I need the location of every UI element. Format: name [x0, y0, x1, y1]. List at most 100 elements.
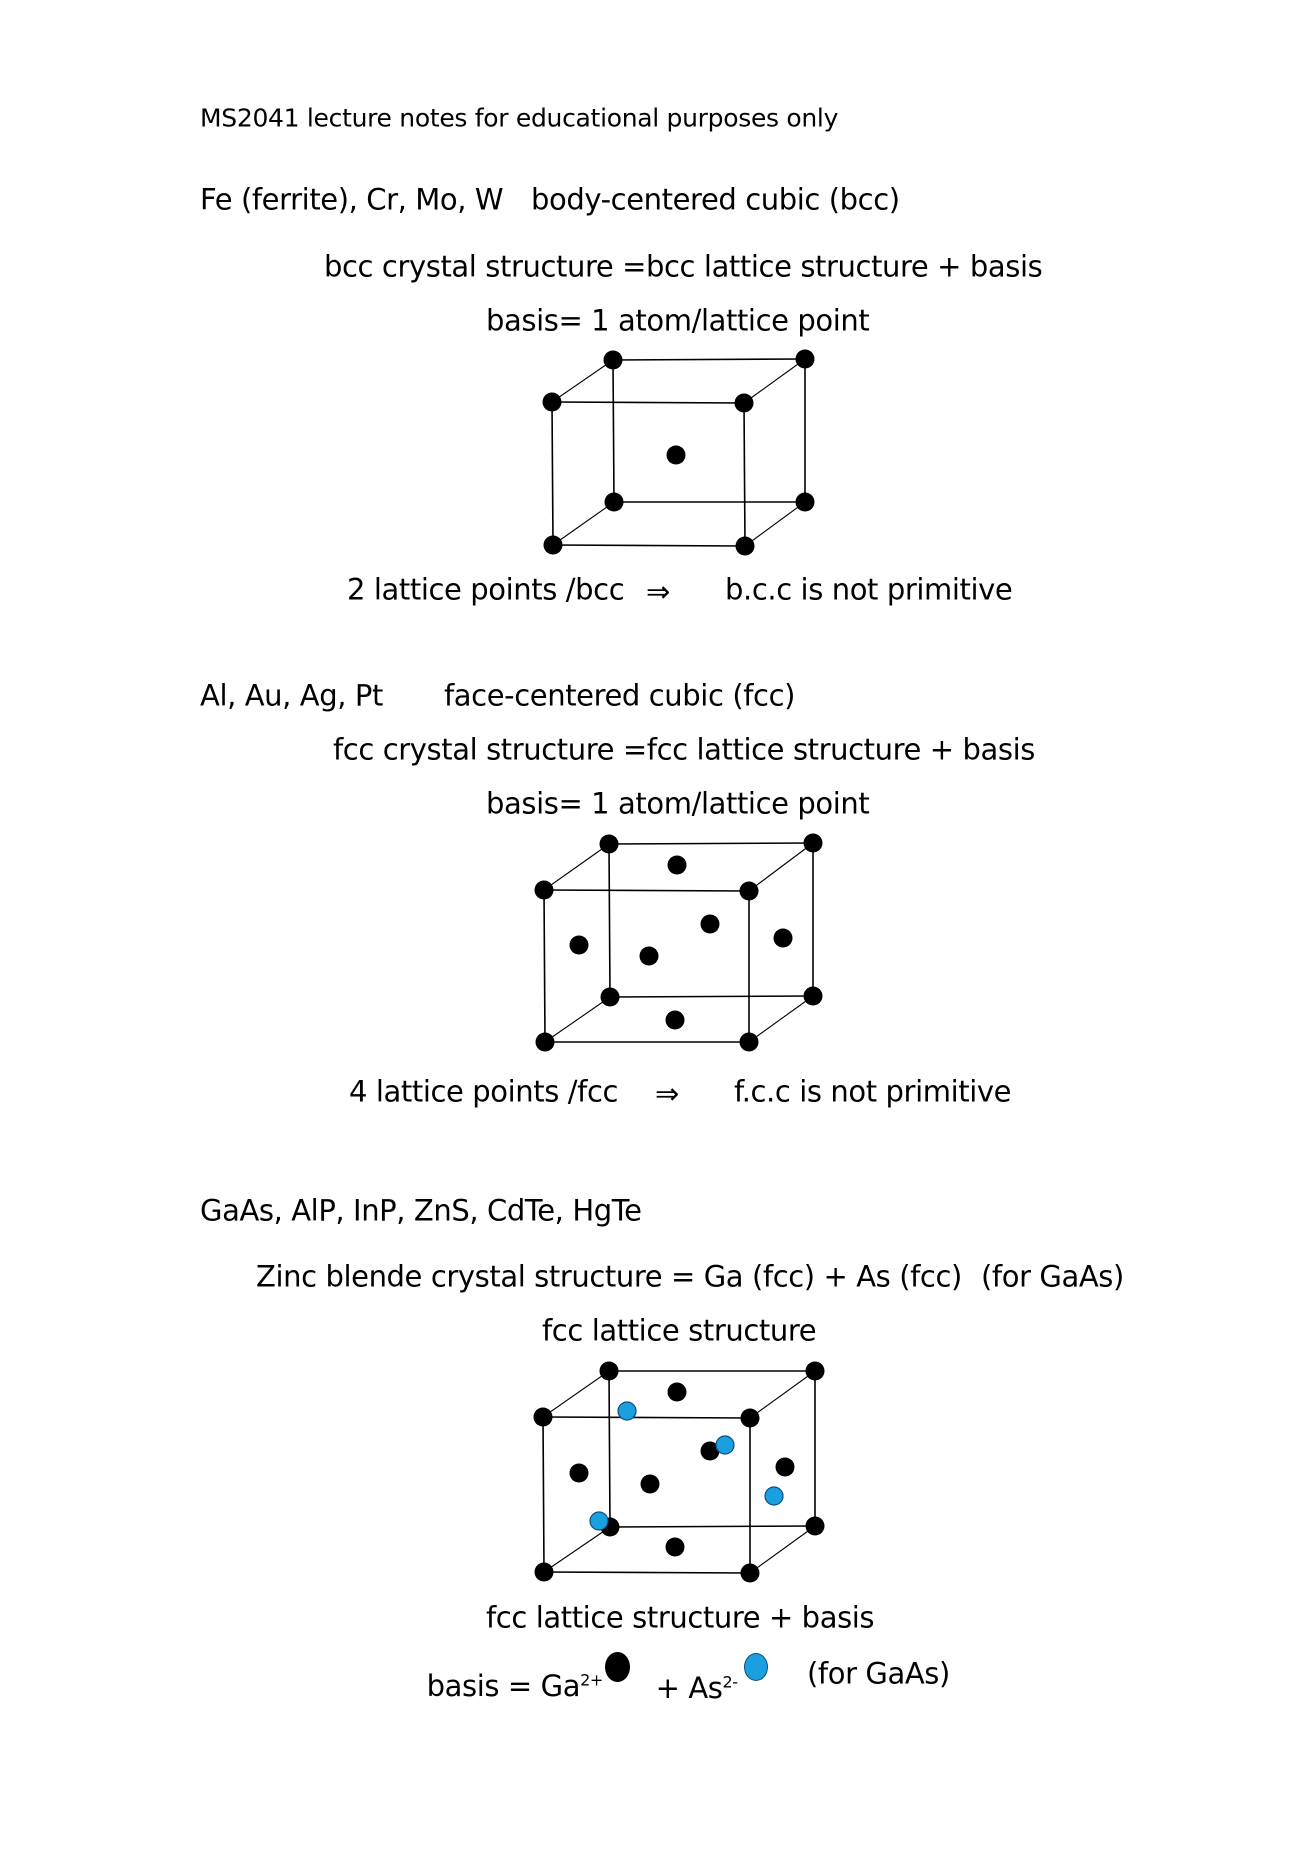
- corner-atom: [604, 492, 624, 512]
- ga-face-center-atom: [665, 1537, 685, 1557]
- ga-face-center-atom: [569, 1463, 589, 1483]
- zincblende-elements: GaAs, AlP, InP, ZnS, CdTe, HgTe: [200, 1193, 642, 1228]
- corner-atom: [600, 987, 620, 1007]
- ga-face-center-atom: [640, 1474, 660, 1494]
- ga-charge: 2+: [580, 1670, 603, 1690]
- body-center-atom: [666, 445, 686, 465]
- basis-note: (for GaAs): [807, 1656, 950, 1691]
- cube-edge-back: [609, 995, 814, 998]
- corner-atom: [803, 986, 823, 1006]
- fcc-result-right: f.c.c is not primitive: [734, 1074, 1012, 1109]
- as-atom-legend-icon: [744, 1653, 768, 1681]
- cube-edge-back: [608, 842, 814, 845]
- as-tetrahedral-atom: [617, 1401, 637, 1421]
- corner-atom: [599, 834, 619, 854]
- fcc-title: face-centered cubic (fcc): [444, 678, 796, 713]
- corner-atom: [795, 492, 815, 512]
- cube-edge-back: [612, 359, 615, 503]
- cube-edge-back: [608, 843, 611, 998]
- corner-atom: [795, 349, 815, 369]
- ga-face-center-atom: [700, 1441, 720, 1461]
- as-tetrahedral-atom: [764, 1486, 784, 1506]
- basis-prefix: basis = Ga: [426, 1669, 581, 1703]
- ga-face-center-atom: [667, 1382, 687, 1402]
- face-center-atom: [667, 855, 687, 875]
- zincblende-cube-diagram: [533, 1361, 825, 1583]
- corner-atom: [739, 881, 759, 901]
- corner-atom: [533, 1407, 553, 1427]
- corner-atom: [534, 1562, 554, 1582]
- fcc-cube-diagram: [534, 833, 823, 1052]
- corner-atom: [603, 350, 623, 370]
- cube-edge-back: [608, 1370, 611, 1528]
- face-center-atom: [569, 935, 589, 955]
- ga-atom-legend-icon: [605, 1652, 630, 1682]
- corner-atom: [805, 1361, 825, 1381]
- zincblende-equation-note: (for GaAs): [981, 1259, 1124, 1294]
- fcc-equation: fcc crystal structure =fcc lattice struc…: [333, 732, 1035, 767]
- face-center-atom: [639, 946, 659, 966]
- zincblende-equation: Zinc blende crystal structure = Ga (fcc)…: [256, 1259, 962, 1294]
- corner-atom: [542, 392, 562, 412]
- cube-edge-depth: [544, 996, 611, 1043]
- cube-edge-back: [612, 358, 806, 361]
- corner-atom: [803, 833, 823, 853]
- corner-atom: [599, 1361, 619, 1381]
- cube-edge-depth: [748, 995, 814, 1043]
- corner-atom: [740, 1563, 760, 1583]
- cube-edge-depth: [543, 843, 610, 891]
- corner-atom: [543, 535, 563, 555]
- bcc-equation: bcc crystal structure =bcc lattice struc…: [324, 249, 1043, 284]
- zincblende-lattice-caption: fcc lattice structure: [542, 1313, 817, 1348]
- ga-face-center-atom: [775, 1457, 795, 1477]
- document-header: MS2041 lecture notes for educational pur…: [200, 103, 839, 133]
- cube-edge-front: [543, 1571, 751, 1574]
- corner-atom: [740, 1408, 760, 1428]
- cube-edge-front: [552, 544, 746, 547]
- cube-edge-depth: [748, 842, 814, 892]
- bcc-elements: Fe (ferrite), Cr, Mo, W: [200, 182, 504, 217]
- basis-formula: basis = Ga2+: [409, 1643, 604, 1703]
- cube-edge-depth: [749, 1525, 816, 1574]
- cube-edge-depth: [543, 1526, 611, 1573]
- corner-atom: [535, 1032, 555, 1052]
- cube-edge-depth: [743, 358, 806, 404]
- implies-arrow-icon: ⇒: [655, 1076, 679, 1111]
- corner-atom: [805, 1516, 825, 1536]
- bcc-basis: basis= 1 atom/lattice point: [486, 303, 870, 338]
- plus-as: + As: [655, 1671, 723, 1705]
- fcc-result-left: 4 lattice points /fcc: [349, 1074, 619, 1109]
- corner-atom: [735, 536, 755, 556]
- cube-edge-front: [542, 1416, 751, 1419]
- face-center-atom: [773, 928, 793, 948]
- bcc-result-left: 2 lattice points /bcc: [347, 572, 625, 607]
- bcc-result-right: b.c.c is not primitive: [725, 572, 1013, 607]
- cube-edge-depth: [552, 501, 615, 546]
- implies-arrow-icon: ⇒: [646, 574, 670, 609]
- as-charge: 2-: [722, 1672, 739, 1692]
- cube-edge-front: [551, 401, 554, 546]
- fcc-basis: basis= 1 atom/lattice point: [486, 786, 870, 821]
- bcc-cube-diagram: [542, 349, 815, 556]
- bcc-title: body-centered cubic (bcc): [531, 182, 900, 217]
- face-center-atom: [665, 1010, 685, 1030]
- cube-edge-front: [542, 1416, 545, 1573]
- cube-edge-back: [609, 1525, 816, 1528]
- cube-edge-front: [543, 889, 750, 892]
- zincblende-basis-caption: fcc lattice structure + basis: [486, 1600, 875, 1635]
- cube-edge-depth: [551, 359, 614, 403]
- corner-atom: [739, 1032, 759, 1052]
- corner-atom: [734, 393, 754, 413]
- as-tetrahedral-atom: [715, 1435, 735, 1455]
- cube-edge-depth: [744, 501, 806, 547]
- basis-as: + As2-: [638, 1645, 738, 1703]
- cube-edge-depth: [542, 1370, 610, 1418]
- cube-edge-front: [543, 889, 546, 1043]
- cube-edge-depth: [749, 1370, 816, 1419]
- cube-edge-front: [743, 402, 746, 547]
- face-center-atom: [700, 914, 720, 934]
- corner-atom: [534, 880, 554, 900]
- fcc-elements: Al, Au, Ag, Pt: [200, 678, 383, 713]
- cube-edge-front: [551, 401, 745, 404]
